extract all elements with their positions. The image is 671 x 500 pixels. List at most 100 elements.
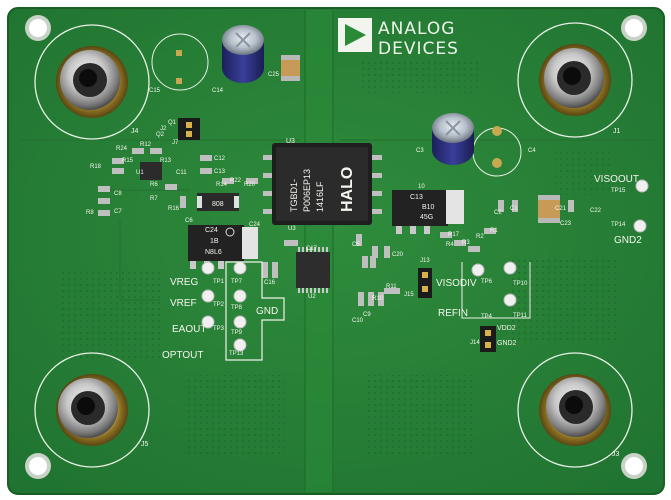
label-j1: J1 — [613, 128, 621, 135]
label-gnd2: GND2 — [614, 235, 642, 246]
label-gnd2b: GND2 — [497, 340, 517, 347]
testpoint-labels: TP15 TP14 TP1 TP2 TP3 TP4 TP6 TP7 TP8 TP… — [213, 188, 626, 357]
svg-text:R20: R20 — [244, 182, 256, 188]
label-vdd2: VDD2 — [497, 325, 516, 332]
svg-text:C5: C5 — [352, 242, 360, 248]
label-visodiv: VISODIV — [436, 278, 477, 289]
svg-text:R11: R11 — [386, 284, 397, 290]
svg-text:C17: C17 — [306, 246, 318, 252]
svg-text:U3: U3 — [288, 226, 296, 232]
svg-text:R12: R12 — [140, 142, 152, 148]
svg-text:C9: C9 — [363, 312, 371, 318]
svg-text:C16: C16 — [264, 280, 276, 286]
svg-text:C8: C8 — [114, 191, 122, 197]
svg-text:C7: C7 — [114, 209, 122, 215]
jack-j1 — [517, 22, 633, 138]
label-gnd: GND — [256, 306, 278, 317]
svg-text:C23: C23 — [560, 221, 572, 227]
svg-text:R18: R18 — [90, 164, 102, 170]
capacitor-c22 — [538, 195, 560, 223]
label-visoout: VISOOUT — [594, 174, 639, 185]
c13-mark2: B10 — [422, 204, 435, 211]
svg-text:R6: R6 — [150, 182, 158, 188]
tp4-label: TP4 — [481, 314, 493, 320]
svg-text:C14: C14 — [212, 88, 224, 94]
tp14-label: TP14 — [611, 222, 626, 228]
ic-u2 — [296, 247, 330, 293]
svg-text:C10: C10 — [352, 318, 364, 324]
header-j7 — [178, 118, 200, 140]
svg-text:C22: C22 — [590, 208, 602, 214]
svg-text:U1: U1 — [136, 170, 144, 176]
svg-text:Q1: Q1 — [168, 120, 177, 126]
refdes-labels: C15 C14 C25 C12 C13 C11 C8 C7 C6 C17 C24… — [86, 72, 602, 346]
transformer-line2: P006EP13 — [302, 169, 312, 212]
svg-text:R4: R4 — [446, 242, 454, 248]
svg-text:R15: R15 — [122, 158, 134, 164]
svg-text:C11: C11 — [176, 170, 187, 176]
svg-text:C2: C2 — [494, 210, 502, 216]
svg-text:C12: C12 — [214, 156, 226, 162]
capacitor-c25 — [281, 55, 300, 81]
c24-mark1: C24 — [205, 227, 218, 234]
svg-text:C25: C25 — [268, 72, 280, 78]
tp7-label: TP7 — [231, 279, 243, 285]
capacitor-c3 — [432, 113, 522, 177]
label-j4: J4 — [131, 128, 139, 135]
svg-text:R7: R7 — [150, 196, 158, 202]
svg-text:C24: C24 — [249, 222, 261, 228]
svg-text:C4: C4 — [528, 148, 536, 154]
regulator-c13 — [392, 190, 464, 234]
testpoints — [201, 179, 649, 352]
svg-text:C6: C6 — [185, 218, 193, 224]
tp6-label: TP6 — [481, 279, 493, 285]
header-j14 — [480, 326, 496, 352]
svg-text:R24: R24 — [116, 146, 128, 152]
svg-text:R14: R14 — [216, 182, 228, 188]
c13-mark1: C13 — [410, 194, 423, 201]
transformer-ref: U3 — [286, 138, 295, 145]
transformer-marking: HALO — [339, 167, 356, 212]
jack-j3 — [517, 352, 633, 468]
label-j5: J5 — [141, 441, 149, 448]
tp11-label: TP11 — [513, 313, 528, 319]
tp1-label: TP1 — [213, 279, 225, 285]
svg-text:HALO: HALO — [339, 167, 356, 212]
svg-text:DEVICES: DEVICES — [378, 39, 459, 59]
tp8-label: TP8 — [231, 305, 243, 311]
capacitor-c14 — [151, 25, 264, 91]
ic-q-left — [140, 162, 162, 180]
svg-text:C20: C20 — [392, 252, 404, 258]
svg-text:J7: J7 — [172, 140, 179, 146]
svg-text:R8: R8 — [86, 210, 94, 216]
svg-text:R16: R16 — [168, 206, 180, 212]
svg-text:J2: J2 — [160, 126, 167, 132]
svg-text:R2: R2 — [476, 234, 484, 240]
svg-text:10: 10 — [418, 184, 425, 190]
label-vref: VREF — [170, 298, 197, 309]
u1-mark: 808 — [212, 201, 224, 208]
tp2-label: TP2 — [213, 302, 225, 308]
ic-u1 — [197, 193, 239, 211]
svg-text:R10: R10 — [372, 296, 384, 302]
svg-text:R22: R22 — [230, 178, 242, 184]
svg-text:J14: J14 — [470, 340, 480, 346]
transformer-u3 — [263, 143, 382, 225]
jack-j5 — [34, 352, 150, 468]
label-refin: REFIN — [438, 308, 468, 319]
label-j3: J3 — [612, 451, 620, 458]
svg-text:R17: R17 — [448, 232, 460, 238]
tp9-label: TP9 — [231, 330, 243, 336]
svg-text:C15: C15 — [149, 88, 161, 94]
analog-devices-logo: ANALOG DEVICES — [338, 18, 459, 59]
c24-mark3: N8L6 — [205, 249, 222, 256]
svg-text:ANALOG: ANALOG — [378, 19, 455, 39]
tp10-label: TP10 — [513, 281, 528, 287]
label-eaout: EAOUT — [172, 324, 206, 335]
svg-text:C13: C13 — [214, 169, 226, 175]
svg-text:R1: R1 — [490, 228, 498, 234]
tp13-label: TP13 — [229, 351, 244, 357]
svg-text:J15: J15 — [404, 292, 414, 298]
svg-text:Q2: Q2 — [156, 132, 165, 138]
